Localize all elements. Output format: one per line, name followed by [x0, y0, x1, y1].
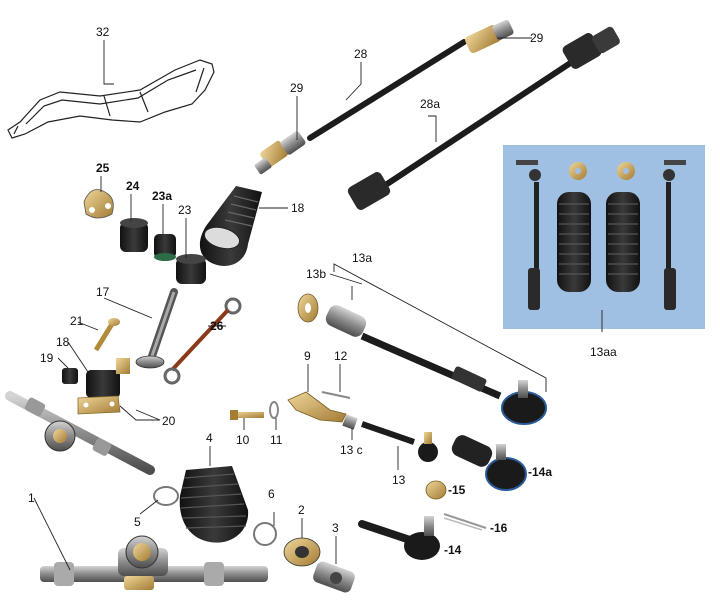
label-15: -15 [448, 483, 466, 497]
label-18: 18 [56, 335, 70, 349]
bracket-9 [287, 391, 347, 423]
label-21: 21 [70, 314, 84, 328]
label-3: 3 [332, 521, 339, 535]
washer-11 [269, 401, 279, 419]
part-labels: 32 28 29 28a 29 18 25 24 23a 23 17 26 21… [28, 25, 617, 557]
castle-nut-15 [425, 480, 447, 500]
label-14a: -14a [528, 465, 552, 479]
label-28: 28 [354, 47, 368, 61]
label-14: -14 [444, 543, 462, 557]
column-boot-22 [199, 186, 262, 266]
label-29-lower: 29 [290, 81, 304, 95]
bolt-21 [93, 318, 120, 352]
clamp-25 [83, 189, 114, 219]
label-23a: 23a [152, 189, 172, 203]
split-pin-12 [321, 391, 351, 399]
washer-13b [297, 293, 319, 323]
label-12: 12 [334, 349, 348, 363]
circlip-5 [153, 486, 179, 506]
mount-bush-18 [86, 358, 130, 398]
label-13b: 13b [306, 267, 326, 281]
rack-housing-1-bottom [40, 535, 268, 590]
rack-end-3 [313, 561, 355, 593]
label-16: -16 [490, 521, 508, 535]
seal-23a [154, 234, 176, 261]
pinion-shaft-17 [135, 288, 178, 369]
intermediate-shaft-28 [307, 39, 467, 141]
label-9: 9 [304, 349, 311, 363]
label-28a: 28a [420, 97, 440, 111]
universal-joint-29-lower [254, 131, 306, 175]
label-6: 6 [268, 487, 275, 501]
label-13aa: 13aa [590, 345, 617, 359]
circlip-6 [253, 522, 277, 546]
inner-rod-13 [361, 421, 438, 462]
label-32: 32 [96, 25, 110, 39]
mount-block-19 [62, 368, 78, 384]
splash-shield-drawing [7, 59, 215, 139]
bolt-10 [230, 410, 264, 420]
label-5: 5 [134, 515, 141, 529]
label-10: 10 [236, 433, 250, 447]
label-13a: 13a [352, 251, 372, 265]
label-2: 2 [298, 503, 305, 517]
tie-rod-13a [325, 305, 547, 425]
label-23: 23 [178, 203, 192, 217]
intermediate-shaft-28a [347, 26, 620, 210]
lock-nut-13c [342, 414, 358, 430]
label-17: 17 [96, 285, 110, 299]
label-20: 20 [162, 414, 176, 428]
split-pin-16 [443, 513, 487, 531]
label-13: 13 [392, 473, 406, 487]
earth-strap-26 [163, 297, 242, 385]
mount-plate-20 [77, 395, 121, 415]
label-19: 19 [40, 351, 54, 365]
label-11: 11 [270, 433, 283, 447]
bush-23 [176, 254, 206, 284]
label-25: 25 [96, 161, 110, 175]
label-22: 18 [291, 201, 305, 215]
leader-lines [33, 37, 603, 571]
label-24: 24 [126, 179, 140, 193]
tie-rod-end-14 [358, 516, 440, 560]
label-13c: 13 c [340, 443, 363, 457]
rack-boot-4 [179, 466, 249, 543]
label-29-top: 29 [530, 31, 544, 45]
label-1: 1 [28, 491, 35, 505]
tie-rod-kit-photo [503, 145, 705, 329]
label-26: 26 [210, 319, 224, 333]
outer-tie-rod-end-14a [451, 435, 527, 491]
bush-24 [120, 218, 148, 252]
bearing-2 [283, 537, 321, 567]
rack-housing-1-top [5, 391, 155, 475]
label-4: 4 [206, 431, 213, 445]
universal-joint-29-top [465, 19, 514, 54]
